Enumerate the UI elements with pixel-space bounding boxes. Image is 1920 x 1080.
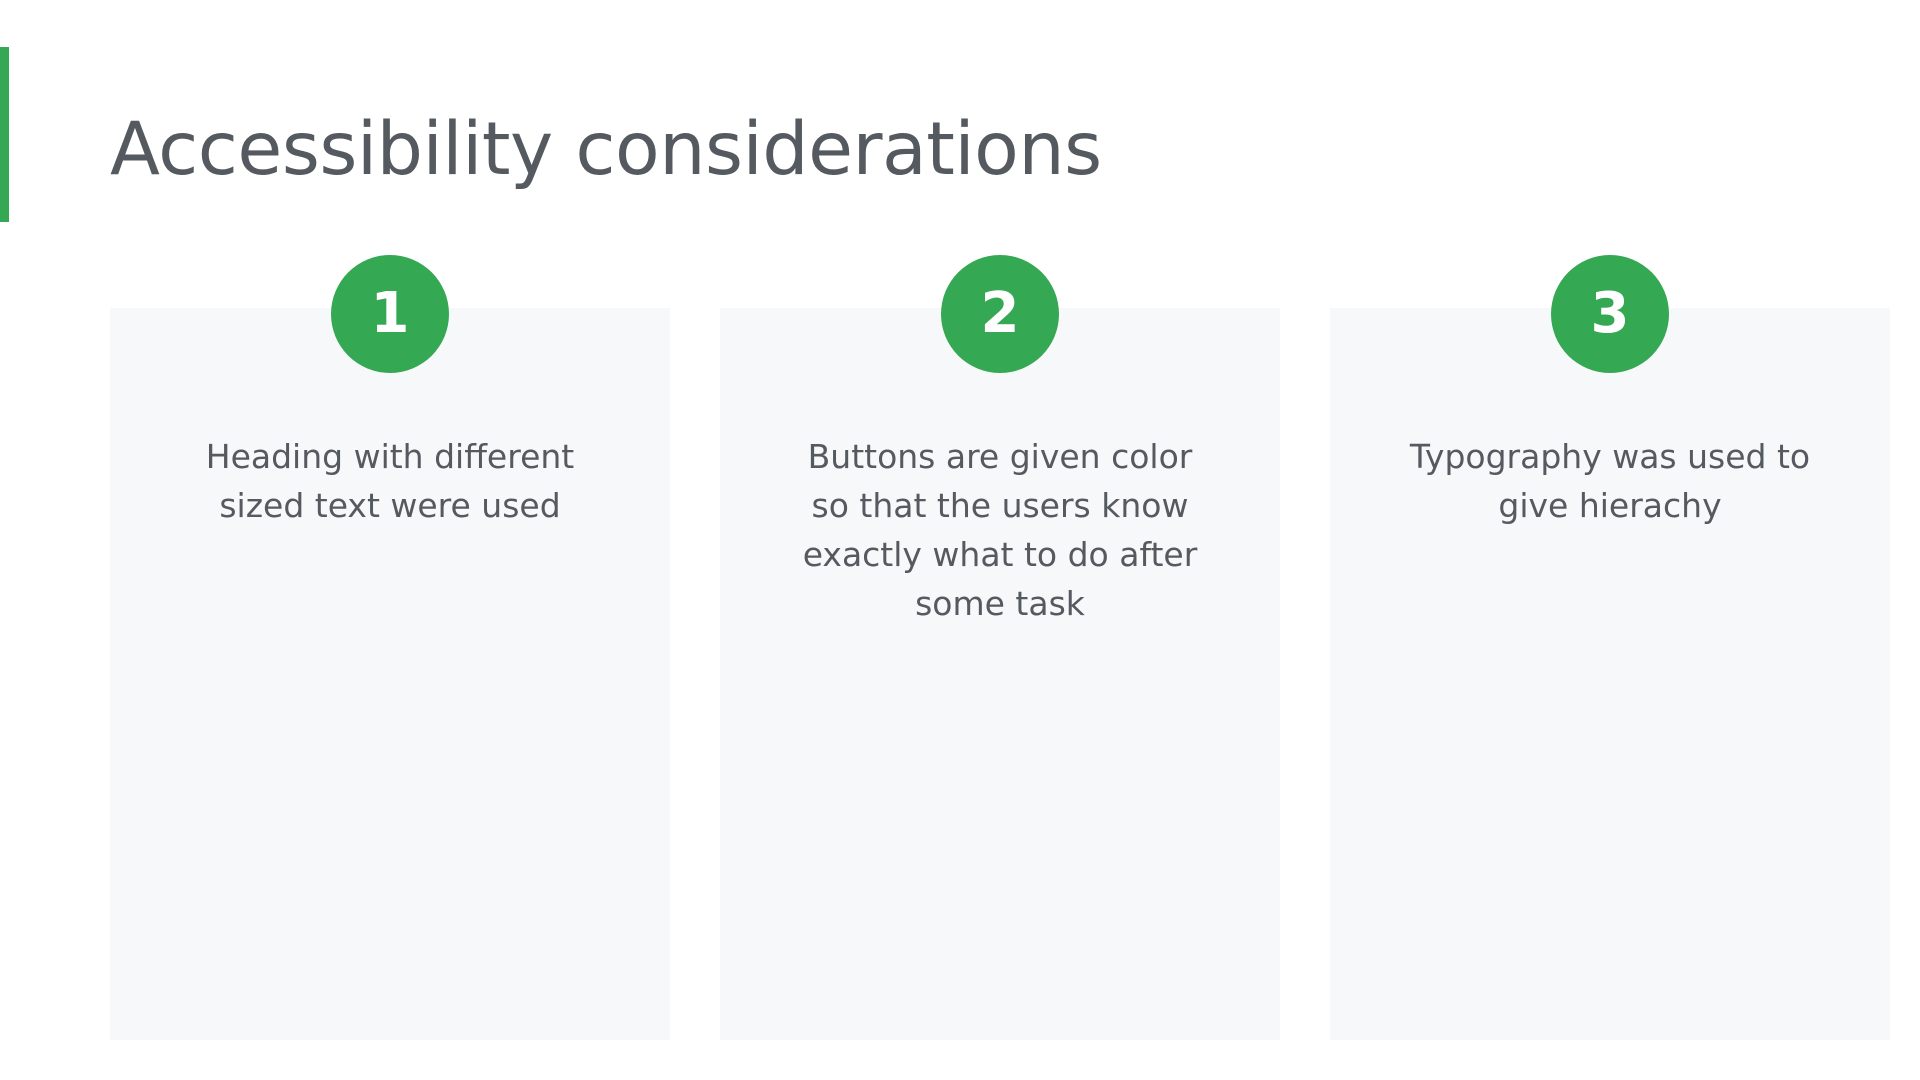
card-1-text: Heading with different sized text were u… xyxy=(205,437,575,525)
card-3-text: Typography was used to give hierachy xyxy=(1409,437,1811,525)
card-3 xyxy=(1330,308,1890,1040)
card-2 xyxy=(720,308,1280,1040)
number-badge-3: 3 xyxy=(1551,255,1669,373)
card-1 xyxy=(110,308,670,1040)
card-2-text: Buttons are given color so that the user… xyxy=(802,437,1198,623)
number-badge-2: 2 xyxy=(941,255,1059,373)
slide-title: Accessibility considerations xyxy=(110,107,1102,192)
accent-bar xyxy=(0,47,9,222)
number-badge-1: 1 xyxy=(331,255,449,373)
